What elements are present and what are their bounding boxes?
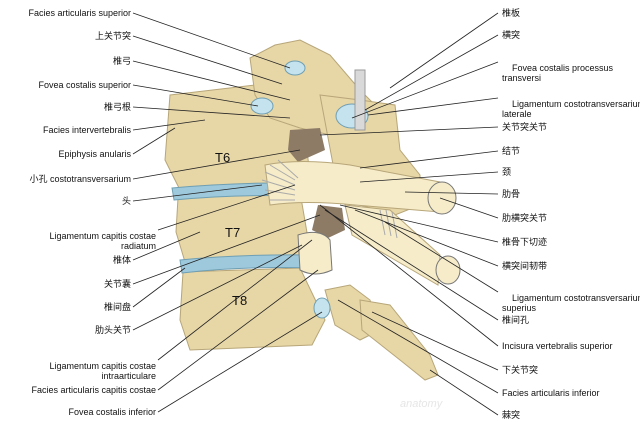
label-lig-capitis-radiatum-text: Ligamentum capitis costae radiatum — [49, 231, 156, 251]
vertebra-label-t8: T8 — [232, 293, 248, 308]
label-fovea-costalis-superior: Fovea costalis superior — [38, 80, 131, 90]
vertebra-label-t7: T7 — [225, 225, 241, 240]
leader-lines-left — [132, 12, 323, 413]
t8-vertebral-body — [179, 267, 326, 351]
label-facies-articularis-superior: Facies articularis superior — [28, 8, 131, 18]
fovea-costalis-superior-facet — [250, 97, 274, 115]
label-zhuiti: 椎体 — [112, 255, 131, 265]
rib-head-joint — [297, 231, 333, 275]
label-shangguanjietu: 上关节突 — [94, 31, 131, 41]
label-guanjietuguanjie: 关节突关节 — [502, 122, 548, 132]
label-zhuigong: 椎弓 — [112, 56, 131, 66]
label-jing: 颈 — [502, 167, 512, 177]
spinous-process — [359, 299, 439, 381]
ligament-costotransverse-lateral — [354, 69, 366, 131]
lower-rib-cut-end — [435, 255, 461, 285]
label-lig-costotrans-laterale: Ligamentum costotransversarium laterale — [502, 89, 640, 129]
superior-articular-facet — [284, 60, 306, 76]
label-fovea-costalis-transversi: Fovea costalis processus transversi — [502, 53, 613, 93]
watermark: anatomy — [400, 398, 443, 410]
label-zhuiguxiaqieji: 椎骨下切迹 — [502, 237, 548, 247]
zygapophyseal-joint — [288, 128, 325, 162]
label-zhuijianpan: 椎间盘 — [103, 302, 131, 312]
rib-head-ligament-radiate — [261, 159, 299, 201]
label-leihengtuguanjie: 肋横突关节 — [502, 213, 548, 223]
label-lig-costotrans-superius: Ligamentum costotransversarium superius — [502, 283, 640, 323]
articular-capsule — [312, 205, 345, 238]
leader-lines-right — [319, 12, 499, 416]
label-tou: 头 — [121, 196, 131, 206]
label-lig-capitis-intraarticulare: Ligamentum capitis costae intraarticular… — [39, 351, 156, 391]
label-facies-intervertebralis: Facies intervertebralis — [42, 125, 131, 135]
label-hengtu: 横突 — [502, 30, 521, 40]
label-fovea-costalis-inferior: Fovea costalis inferior — [68, 407, 156, 417]
label-jitu: 棘突 — [502, 410, 521, 420]
label-lig-costotrans-laterale-text: Ligamentum costotransversarium laterale — [502, 99, 640, 119]
label-zhuiban: 椎板 — [502, 8, 521, 18]
label-lig-costotrans-superius-text: Ligamentum costotransversarium superius — [502, 293, 640, 313]
intertransverse-ligament — [344, 204, 441, 286]
label-guanjienang: 关节囊 — [103, 279, 131, 289]
label-incisura-inferior: Incisura vertebralis superior — [502, 341, 613, 351]
label-facies-articularis-inferior: Facies articularis inferior — [502, 388, 600, 398]
label-zhuijiankong: 椎间孔 — [502, 315, 530, 325]
rib-cut-end — [427, 181, 457, 215]
label-zhuigonggen: 椎弓根 — [103, 102, 131, 112]
label-leitouguanjie: 肋头关节 — [94, 325, 131, 335]
label-lig-capitis-intraarticulare-text: Ligamentum capitis costae intraarticular… — [49, 361, 156, 381]
label-fovea-costalis-transversi-text: Fovea costalis processus transversi — [502, 63, 614, 83]
vertebra-label-t6: T6 — [215, 150, 231, 165]
label-jiejie: 结节 — [502, 146, 521, 156]
label-leigu: 肋骨 — [502, 189, 521, 199]
label-hengtujianrendai: 横突间韧带 — [502, 261, 548, 271]
label-epiphysis-anularis: Epiphysis anularis — [58, 149, 131, 159]
label-facies-articularis-capitis: Facies articularis capitis costae — [31, 385, 156, 395]
label-lig-capitis-radiatum: Ligamentum capitis costae radiatum — [39, 221, 156, 261]
label-xiaokong: 小孔 costotransversarium — [29, 174, 131, 184]
fovea-costalis-inferior-facet — [313, 297, 331, 319]
label-xiaguanjietu: 下关节突 — [502, 365, 539, 375]
